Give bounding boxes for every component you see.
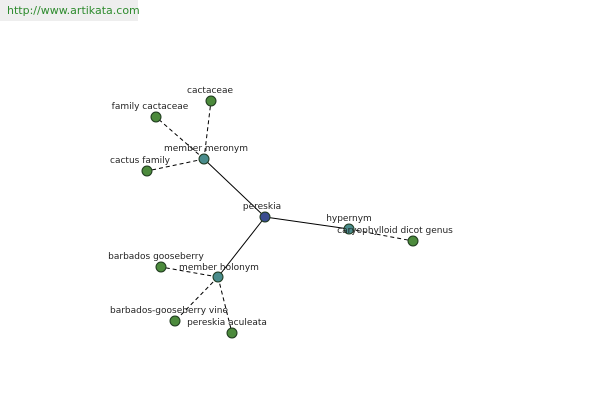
source-url-link[interactable]: http://www.artikata.com	[7, 4, 140, 17]
node-cactaceae[interactable]	[205, 95, 217, 107]
source-banner: http://www.artikata.com	[0, 0, 140, 21]
node-caryophylloid-dicot-genus[interactable]	[407, 235, 419, 247]
label-barbados-gooseberry-vine: barbados-gooseberry vine	[110, 306, 228, 316]
node-barbados-gooseberry[interactable]	[155, 261, 167, 273]
edge-member-meronym-cactaceae	[203, 100, 212, 160]
node-barbados-gooseberry-vine[interactable]	[169, 315, 181, 327]
label-barbados-gooseberry: barbados gooseberry	[108, 252, 204, 262]
label-cactus-family: cactus family	[110, 156, 171, 166]
node-pereskia-aculeata[interactable]	[226, 327, 238, 339]
label-cactaceae: cactaceae	[187, 86, 233, 96]
label-caryophylloid-dicot-genus: caryophylloid dicot genus	[337, 226, 453, 236]
node-cactus-family[interactable]	[141, 165, 153, 177]
node-pereskia[interactable]	[259, 211, 271, 223]
node-hypernym[interactable]	[343, 223, 355, 235]
edge-pereskia-hypernym	[264, 216, 350, 230]
edge-member-meronym-family-cactaceae	[155, 116, 205, 160]
label-pereskia: pereskia	[243, 202, 281, 212]
label-pereskia-aculeata: pereskia aculeata	[187, 318, 267, 328]
edge-pereskia-member-meronym	[203, 158, 266, 218]
label-family-cactaceae: family cactaceae	[112, 102, 189, 112]
edge-hypernym-caryophylloid-dicot-genus	[348, 228, 414, 242]
node-member-meronym[interactable]	[198, 153, 210, 165]
label-hypernym: hypernym	[326, 214, 372, 224]
edge-member-holonym-pereskia-aculeata	[217, 276, 233, 334]
edge-member-holonym-barbados-gooseberry	[160, 266, 219, 278]
node-member-holonym[interactable]	[212, 271, 224, 283]
label-member-meronym: member meronym	[164, 144, 248, 154]
edge-pereskia-member-holonym	[217, 216, 266, 278]
label-member-holonym: member holonym	[179, 263, 259, 273]
edge-member-meronym-cactus-family	[146, 158, 205, 172]
edge-member-holonym-barbados-gooseberry-vine	[174, 276, 219, 322]
node-family-cactaceae[interactable]	[150, 111, 162, 123]
